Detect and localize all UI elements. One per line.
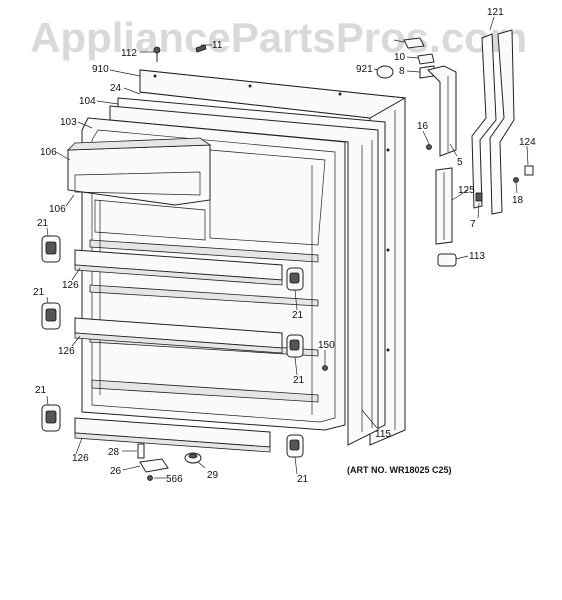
bracket-part — [139, 458, 169, 473]
callout-16: 16 — [417, 121, 429, 132]
callout-21-right-top: 21 — [292, 310, 304, 321]
screw-112 — [153, 46, 161, 62]
shelf-end-cap-left-middle — [41, 302, 61, 330]
hinge-pin-10 — [403, 37, 425, 49]
handle-piece-125 — [435, 167, 453, 245]
callout-7: 7 — [470, 219, 476, 230]
callout-112: 112 — [121, 48, 137, 59]
callout-106-bottom: 106 — [49, 204, 66, 215]
callout-115: 115 — [375, 429, 391, 440]
shelf-end-cap-right-top — [286, 267, 304, 291]
callout-21-left-top: 21 — [37, 218, 49, 229]
shelf-end-cap-left-top — [41, 235, 61, 263]
door-shelf-bottom — [74, 417, 271, 453]
door-handle — [427, 65, 457, 157]
door-shelf-top — [74, 249, 283, 286]
callout-126-top: 126 — [62, 280, 79, 291]
callout-21-left-bottom: 21 — [35, 385, 47, 396]
hinge-part-10 — [417, 53, 435, 65]
callout-113: 113 — [469, 251, 485, 262]
cam-part — [137, 443, 145, 459]
shelf-end-cap-right-middle — [286, 334, 304, 358]
handle-cap-113 — [437, 253, 457, 267]
callout-5: 5 — [457, 157, 463, 168]
callout-11: 11 — [212, 40, 223, 51]
callout-24: 24 — [110, 83, 122, 94]
shelf-end-cap-left-bottom — [41, 404, 61, 432]
dairy-compartment-door — [66, 137, 212, 206]
watermark-text: AppliancePartsPros.com — [30, 14, 527, 61]
callout-103: 103 — [60, 117, 77, 128]
handle-trim-121-left — [471, 33, 497, 209]
callout-21-right-middle: 21 — [293, 375, 305, 386]
handle-trim-121-right — [489, 29, 515, 215]
handle-bracket-7 — [475, 192, 483, 202]
callout-910: 910 — [92, 64, 109, 75]
callout-18: 18 — [512, 195, 524, 206]
callout-8: 8 — [399, 66, 405, 77]
callout-21-left-middle: 21 — [33, 287, 45, 298]
callout-124: 124 — [519, 137, 536, 148]
screw-16 — [426, 144, 432, 150]
callout-125: 125 — [458, 185, 475, 196]
screw-11 — [195, 44, 207, 53]
callout-150: 150 — [318, 340, 335, 351]
leader-lines — [46, 16, 529, 479]
shelf-end-cap-right-bottom — [286, 434, 304, 458]
door-shelf-middle — [74, 317, 283, 354]
hinge-cap-921 — [376, 65, 394, 79]
callout-106-top: 106 — [40, 147, 57, 158]
callout-566: 566 — [166, 474, 183, 485]
callout-121: 121 — [487, 7, 504, 18]
callout-21-right-bottom: 21 — [297, 474, 309, 485]
callout-104: 104 — [79, 96, 96, 107]
door-stop-part — [184, 452, 202, 464]
callout-10-top: 10 — [394, 52, 406, 63]
callout-126-middle: 126 — [58, 346, 75, 357]
callout-126-bottom: 126 — [72, 453, 89, 464]
callout-26: 26 — [110, 466, 122, 477]
callout-28: 28 — [108, 447, 120, 458]
trim-end-124 — [524, 165, 534, 176]
screw-18 — [513, 177, 519, 183]
screw-150 — [322, 365, 328, 371]
art-number: (ART NO. WR18025 C25) — [347, 465, 452, 475]
callout-29: 29 — [207, 470, 219, 481]
screw-566 — [147, 475, 153, 481]
callout-921: 921 — [356, 64, 373, 75]
